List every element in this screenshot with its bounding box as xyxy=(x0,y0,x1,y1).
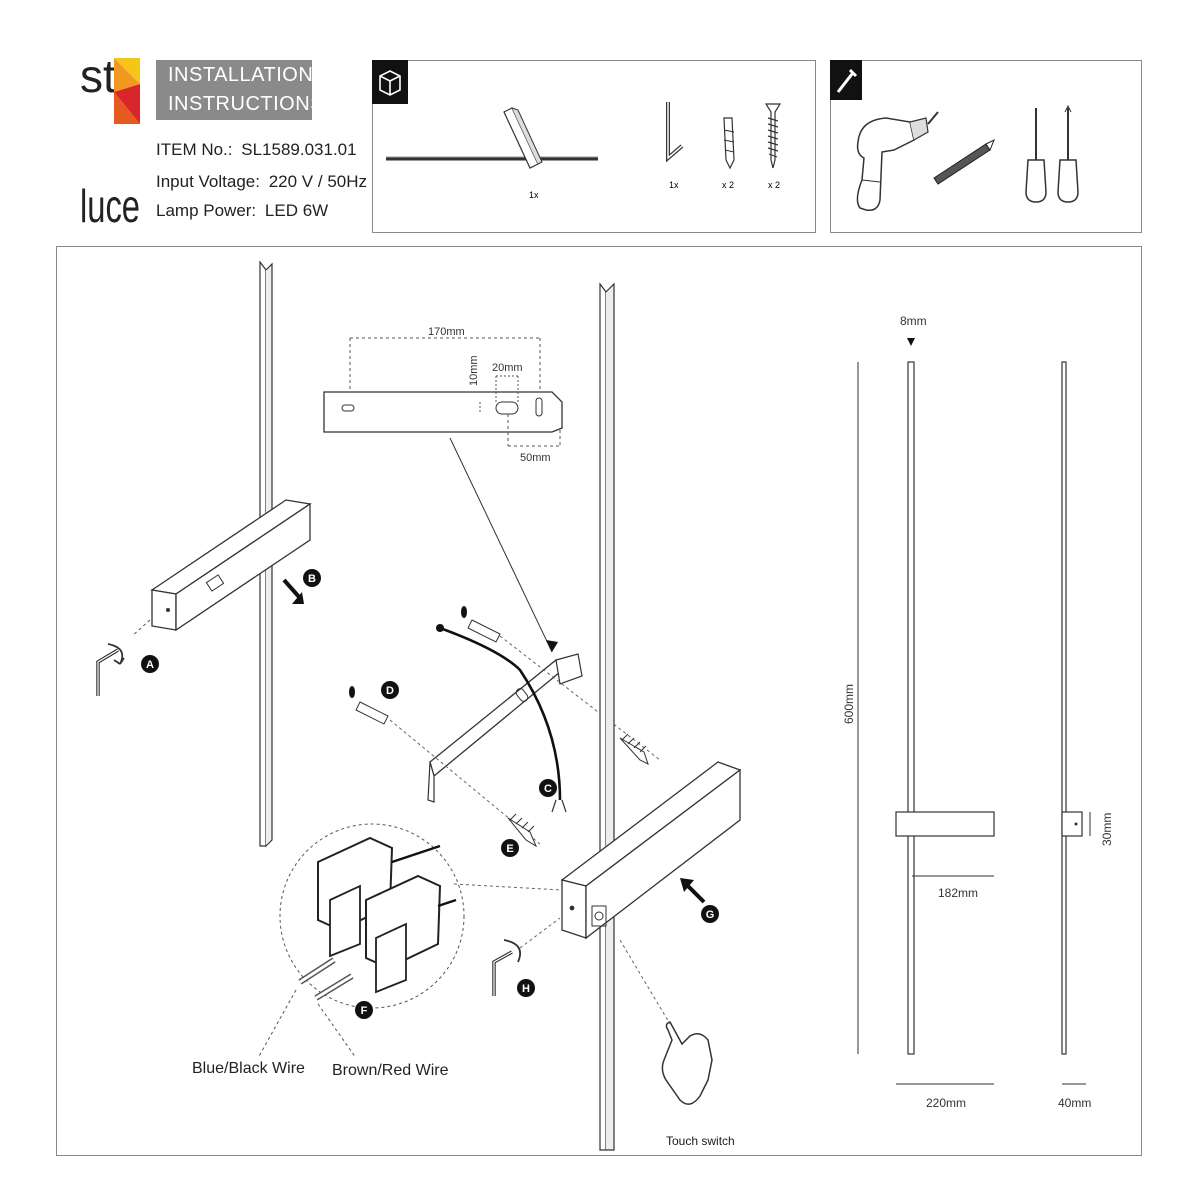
pencil-icon xyxy=(933,138,995,185)
tools-drawing xyxy=(830,60,1079,212)
hand-icon xyxy=(661,1021,713,1105)
lamp-housing-right xyxy=(560,761,742,940)
total-width-label: 220mm xyxy=(926,1096,967,1110)
side-view xyxy=(1061,361,1091,1085)
hex-key-h-icon xyxy=(492,939,522,996)
spec-item-label: ITEM No.: xyxy=(156,140,233,159)
thickness-label: 8mm xyxy=(900,314,927,328)
depth-label: 40mm xyxy=(1058,1096,1092,1110)
tools-panel xyxy=(830,60,1142,233)
base-width-label: 182mm xyxy=(938,886,979,900)
brown-red-wire-label: Brown/Red Wire xyxy=(332,1062,449,1079)
screwdriver-cross-icon xyxy=(1057,104,1079,203)
wall-plug-icon xyxy=(723,117,735,170)
contents-panel xyxy=(372,60,816,233)
bracket-slot-width-label: 20mm xyxy=(492,362,523,374)
spec-power-label: Lamp Power: xyxy=(156,201,257,220)
bracket-detail xyxy=(323,337,563,447)
step-badge-c: C xyxy=(539,779,557,797)
logo-red2-triangle xyxy=(114,92,140,124)
hex-key-qty: 1x xyxy=(669,180,679,190)
spec-item-value: SL1589.031.01 xyxy=(241,140,357,159)
step-badge-a: A xyxy=(141,655,159,673)
step-badge-h: H xyxy=(517,979,535,997)
box-icon xyxy=(372,60,408,104)
svg-text:D: D xyxy=(386,685,394,697)
spec-voltage: Input Voltage: 220 V / 50Hz xyxy=(156,172,367,192)
screwdriver-flat-icon xyxy=(1025,108,1047,203)
wall-plug-qty: x 2 xyxy=(722,180,734,190)
step-badge-b: B xyxy=(303,569,321,587)
bracket-width-label: 170mm xyxy=(428,326,465,338)
arrow-g xyxy=(680,878,694,892)
svg-text:E: E xyxy=(506,843,513,855)
drill-icon xyxy=(856,111,939,212)
brand-logo: st luce xyxy=(80,50,142,232)
spec-voltage-value: 220 V / 50Hz xyxy=(268,172,367,191)
main-diagram-panel xyxy=(56,246,1142,1156)
step-badge-d: D xyxy=(381,681,399,699)
lamp-housing-left xyxy=(150,499,312,632)
brand-text-bottom: luce xyxy=(80,180,140,232)
spec-voltage-label: Input Voltage: xyxy=(156,172,260,191)
logo-red-triangle xyxy=(114,84,140,124)
wall-bracket xyxy=(427,653,583,803)
svg-text:G: G xyxy=(706,909,715,921)
title-line-1: INSTALLATION xyxy=(168,64,314,86)
front-view xyxy=(857,338,995,1085)
step-badge-f: F xyxy=(355,1001,373,1019)
spec-power: Lamp Power: LED 6W xyxy=(156,201,328,221)
svg-text:B: B xyxy=(308,573,316,585)
touch-switch-icon xyxy=(594,911,604,921)
title-line-2: INSTRUCTIONS xyxy=(168,93,324,115)
screw-qty: x 2 xyxy=(768,180,780,190)
step-badge-g: G xyxy=(701,905,719,923)
base-height-label: 30mm xyxy=(1100,812,1114,846)
step-badge-e: E xyxy=(501,839,519,857)
svg-text:A: A xyxy=(146,659,154,671)
title-banner xyxy=(156,60,312,120)
power-cable xyxy=(439,626,562,801)
screw-e1-icon xyxy=(619,733,649,765)
touch-switch-label: Touch switch xyxy=(666,1134,735,1148)
spec-item: ITEM No.: SL1589.031.01 xyxy=(156,140,357,160)
hex-key-a-icon xyxy=(96,643,125,696)
terminal-block-2 xyxy=(365,874,442,994)
lamp-bar-right xyxy=(599,282,615,1151)
blue-black-wire-label: Blue/Black Wire xyxy=(192,1060,305,1077)
bracket-slot-height-label: 10mm xyxy=(468,355,480,386)
spec-power-value: LED 6W xyxy=(264,201,329,220)
lamp-part xyxy=(386,107,598,169)
arrow-b xyxy=(292,592,304,604)
contents-drawing: 1x 1x x 2 x 2 xyxy=(372,60,782,200)
svg-text:C: C xyxy=(544,783,552,795)
screw-e2-icon xyxy=(507,813,538,848)
svg-text:H: H xyxy=(522,983,530,995)
lamp-qty: 1x xyxy=(529,190,539,200)
hex-key-icon xyxy=(666,102,684,163)
tools-icon xyxy=(830,60,862,100)
bracket-offset-label: 50mm xyxy=(520,452,551,464)
brand-text-top: st xyxy=(80,50,116,102)
height-label: 600mm xyxy=(842,683,856,724)
svg-text:F: F xyxy=(361,1005,368,1017)
logo-orange-triangle xyxy=(114,58,140,92)
screw-icon xyxy=(764,103,782,169)
